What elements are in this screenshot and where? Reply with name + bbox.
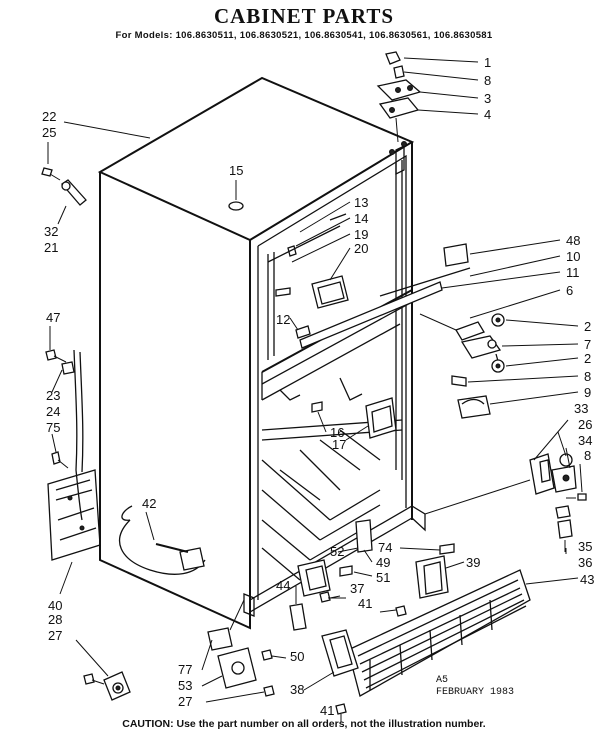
label-8c: 8 [584,448,591,463]
label-50: 50 [290,649,304,664]
label-75: 75 [46,420,60,435]
label-9: 9 [584,385,591,400]
label-13: 13 [354,195,368,210]
label-23: 23 [46,388,60,403]
label-11: 11 [566,265,580,280]
label-8b: 8 [584,369,591,384]
label-7: 7 [584,337,591,352]
cabinet-drawing [47,76,471,630]
left-mid-parts [45,349,75,469]
top-hinge-parts [376,51,422,143]
label-20: 20 [354,241,368,256]
label-22: 22 [42,109,56,124]
label-8a: 8 [484,73,491,88]
part-number-labels: 1 8 3 4 22 25 32 21 15 13 14 19 20 12 48… [42,55,594,718]
revision-date: FEBRUARY 1983 [436,687,514,698]
label-37: 37 [350,581,364,596]
label-39: 39 [466,555,480,570]
label-26: 26 [578,417,592,432]
lower-hinge-parts [424,453,587,552]
left-upper-parts [41,167,87,206]
right-mid-parts [419,243,505,419]
leader-lines [47,57,583,703]
label-34: 34 [578,433,592,448]
label-44: 44 [276,578,290,593]
label-41b: 41 [320,703,334,718]
freezer-parts [267,213,397,439]
label-42: 42 [142,496,156,511]
label-2b: 2 [584,351,591,366]
label-25: 25 [42,125,56,140]
label-3: 3 [484,91,491,106]
label-47: 47 [46,310,60,325]
revision-code: A5 [436,675,448,686]
label-16: 16 [330,425,344,440]
label-40: 40 [48,598,62,613]
label-52: 52 [330,544,344,559]
lower-center-parts [297,519,531,697]
label-12: 12 [276,312,290,327]
lower-left-parts [83,603,359,722]
label-27b: 27 [178,694,192,709]
label-27a: 27 [48,628,62,643]
label-48: 48 [566,233,580,248]
label-77: 77 [178,662,192,677]
label-19: 19 [354,227,368,242]
model-list: For Models: 106.8630511, 106.8630521, 10… [115,30,493,41]
label-41a: 41 [358,596,372,611]
label-15: 15 [229,163,243,178]
label-4: 4 [484,107,491,122]
label-28: 28 [48,612,62,627]
label-74: 74 [378,540,392,555]
label-32: 32 [44,224,58,239]
caution-footer: CAUTION: Use the part number on all orde… [122,718,486,730]
label-17: 17 [332,437,346,452]
label-21: 21 [44,240,58,255]
label-10: 10 [566,249,580,264]
page-title: CABINET PARTS [213,4,395,28]
label-24: 24 [46,404,60,419]
label-35: 35 [578,539,592,554]
label-14: 14 [354,211,368,226]
label-2a: 2 [584,319,591,334]
label-53: 53 [178,678,192,693]
label-36: 36 [578,555,592,570]
label-38: 38 [290,682,304,697]
label-43: 43 [580,572,594,587]
label-33: 33 [574,401,588,416]
label-49: 49 [376,555,390,570]
label-1: 1 [484,55,491,70]
label-51: 51 [376,570,390,585]
label-6: 6 [566,283,573,298]
